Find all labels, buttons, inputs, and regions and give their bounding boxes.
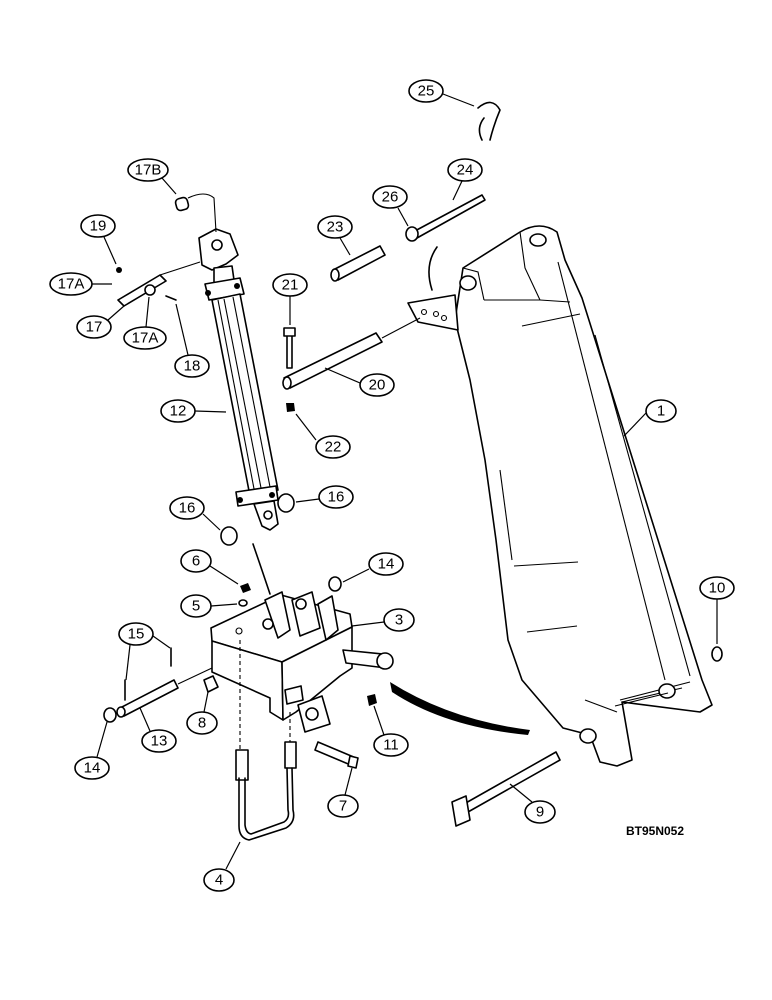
u-bolt xyxy=(235,640,297,841)
svg-text:11: 11 xyxy=(383,737,399,754)
svg-text:4: 4 xyxy=(215,872,223,889)
svg-text:14: 14 xyxy=(378,556,395,573)
svg-text:17B: 17B xyxy=(135,162,162,179)
callout-19: 19 xyxy=(80,214,117,265)
svg-text:18: 18 xyxy=(184,358,201,375)
svg-text:21: 21 xyxy=(282,277,299,294)
motion-arcs xyxy=(252,246,530,735)
callout-21: 21 xyxy=(272,273,308,325)
svg-text:1: 1 xyxy=(657,403,665,420)
svg-text:24: 24 xyxy=(457,162,474,179)
svg-text:15: 15 xyxy=(128,626,145,643)
callout-6: 6 xyxy=(180,549,239,585)
svg-text:5: 5 xyxy=(192,598,200,615)
cylinder-pin-parts xyxy=(116,193,217,307)
svg-text:23: 23 xyxy=(327,219,344,236)
callout-14-bottom: 14 xyxy=(74,721,110,780)
callout-11: 11 xyxy=(373,705,409,757)
pivot-pins xyxy=(282,101,501,412)
callout-17: 17 xyxy=(76,305,125,339)
svg-text:17A: 17A xyxy=(58,276,85,293)
svg-text:17: 17 xyxy=(86,319,103,336)
boom-arm xyxy=(407,225,713,767)
callout-8: 8 xyxy=(186,691,218,735)
svg-text:26: 26 xyxy=(382,189,399,206)
callout-16-right: 16 xyxy=(295,485,354,509)
svg-text:12: 12 xyxy=(170,403,187,420)
svg-text:19: 19 xyxy=(90,218,107,235)
callout-20: 20 xyxy=(324,367,395,397)
svg-text:14: 14 xyxy=(84,760,101,777)
callout-17b: 17B xyxy=(127,158,177,195)
callout-14-top: 14 xyxy=(342,552,404,583)
svg-text:8: 8 xyxy=(198,715,206,732)
svg-text:7: 7 xyxy=(339,798,347,815)
svg-text:6: 6 xyxy=(192,553,200,570)
callout-15: 15 xyxy=(118,622,171,681)
callout-26: 26 xyxy=(372,185,409,227)
callout-12: 12 xyxy=(160,399,227,423)
svg-text:9: 9 xyxy=(536,804,544,821)
callout-22: 22 xyxy=(295,413,351,459)
callout-9: 9 xyxy=(509,783,556,824)
svg-text:25: 25 xyxy=(418,83,435,100)
svg-text:13: 13 xyxy=(151,733,168,750)
callout-3: 3 xyxy=(351,608,415,632)
svg-text:17A: 17A xyxy=(132,330,159,347)
hydraulic-cylinder xyxy=(198,228,279,531)
callout-17a-left: 17A xyxy=(49,272,112,296)
callout-25: 25 xyxy=(408,79,475,107)
callout-24: 24 xyxy=(447,158,483,201)
svg-text:3: 3 xyxy=(395,612,403,629)
svg-text:16: 16 xyxy=(179,500,196,517)
callout-10: 10 xyxy=(699,576,735,644)
callout-1: 1 xyxy=(623,399,677,437)
svg-text:22: 22 xyxy=(325,439,342,456)
mount-bracket xyxy=(210,591,394,733)
svg-text:16: 16 xyxy=(328,489,345,506)
bracket-hardware xyxy=(103,493,723,827)
callout-23: 23 xyxy=(317,215,353,256)
callout-18: 18 xyxy=(174,303,210,378)
callout-4: 4 xyxy=(203,841,241,892)
callout-16-left: 16 xyxy=(169,496,221,531)
callout-13: 13 xyxy=(139,707,177,753)
drawing-code: BT95N052 xyxy=(626,824,684,838)
callout-7: 7 xyxy=(327,767,359,818)
callout-17a-right: 17A xyxy=(123,296,167,350)
callout-5: 5 xyxy=(180,594,238,618)
svg-text:20: 20 xyxy=(369,377,386,394)
svg-text:10: 10 xyxy=(709,580,726,597)
